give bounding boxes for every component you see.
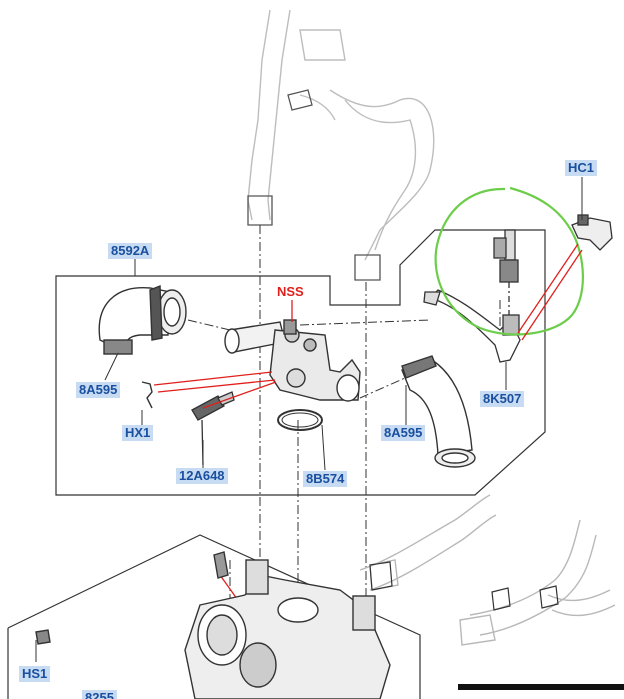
callout-8b574: 8B574 [303,471,348,487]
retaining-clip [141,381,153,409]
quick-connector [493,229,519,315]
callout-hc1: HC1 [565,160,598,176]
hose-clip-hc1 [571,214,613,251]
assembly-axis-lines [187,225,501,625]
callout-12a648: 12A648 [176,468,228,484]
bottom-edge-bar [458,684,624,690]
bleed-hose [423,289,521,363]
upper-hose-ends [247,89,381,281]
o-ring [277,409,323,431]
upper-hoses-ghost [247,9,435,261]
callout-8255: 8255 [82,690,117,699]
callout-hs1: HS1 [19,666,51,682]
callout-hx1: HX1 [122,425,154,441]
thermostat-housing [224,319,361,402]
callout-nss: NSS [277,284,304,299]
highlight-circle [434,186,584,336]
lower-hoses-ghost [359,494,616,646]
lower-housing [35,551,391,699]
callout-8a595-right: 8A595 [381,425,426,441]
callout-8k507: 8K507 [480,391,525,407]
callout-8592a: 8592A [108,243,153,259]
callout-leaders [35,177,583,662]
temperature-sensor [191,391,235,466]
callout-8a595-left: 8A595 [76,382,121,398]
left-elbow-hose [98,284,187,355]
lower-hose-details [369,561,559,611]
right-elbow-hose [401,355,476,468]
assembly-boundary [55,229,546,496]
